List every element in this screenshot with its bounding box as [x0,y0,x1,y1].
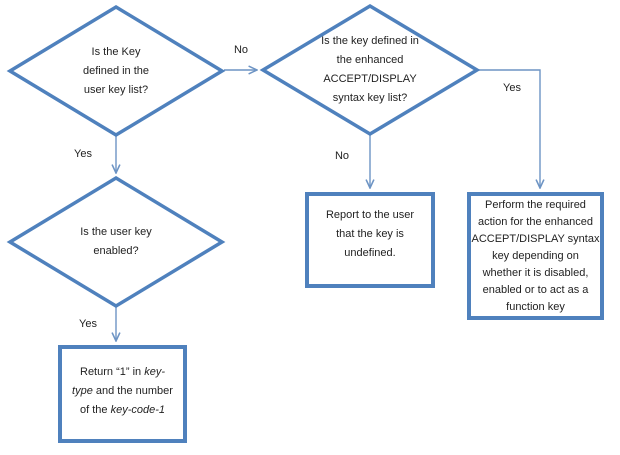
text-segment-italic: type [72,385,93,397]
decision-user-key-list-shape [6,4,226,138]
text-line: Perform the required [485,198,586,211]
connector-yes-to-perform-box [477,69,540,188]
text-segment-italic: key- [144,366,165,378]
text-line: of the key-code-1 [80,401,165,420]
process-perform-action-box: Perform the required action for the enha… [467,192,604,320]
edge-label-yes-left-lower: Yes [79,318,97,330]
process-report-undefined-box: Report to the user that the key is undef… [305,192,435,288]
text-line: Report to the user [325,209,415,221]
text-segment: and the number [92,385,173,397]
text-line: ACCEPT/DISPLAY syntax [471,232,600,245]
text-line: type and the number [72,382,173,401]
text-line: whether it is disabled, [482,266,589,279]
decision-enhanced-syntax-shape [259,3,481,137]
text-segment-italic: key-code-1 [110,404,165,416]
text-segment: of the [80,404,111,416]
text-line: key depending on [492,249,579,262]
text-line: function key [506,300,565,313]
edge-label-yes-left-upper: Yes [74,148,92,160]
edge-label-yes-right: Yes [503,82,521,94]
decision-user-key-enabled-shape [6,175,226,309]
text-line: undefined. [344,247,396,259]
edge-label-no-middle: No [334,150,350,162]
text-segment: Return “1” in [80,366,145,378]
text-line: enabled or to act as a [482,283,589,296]
edge-label-no-top: No [233,44,249,56]
text-line: that the key is [336,228,404,240]
process-return-key-type-box: Return “1” in key- type and the number o… [58,345,187,443]
text-line: Return “1” in key- [80,363,165,382]
text-line: action for the enhanced [478,215,593,228]
